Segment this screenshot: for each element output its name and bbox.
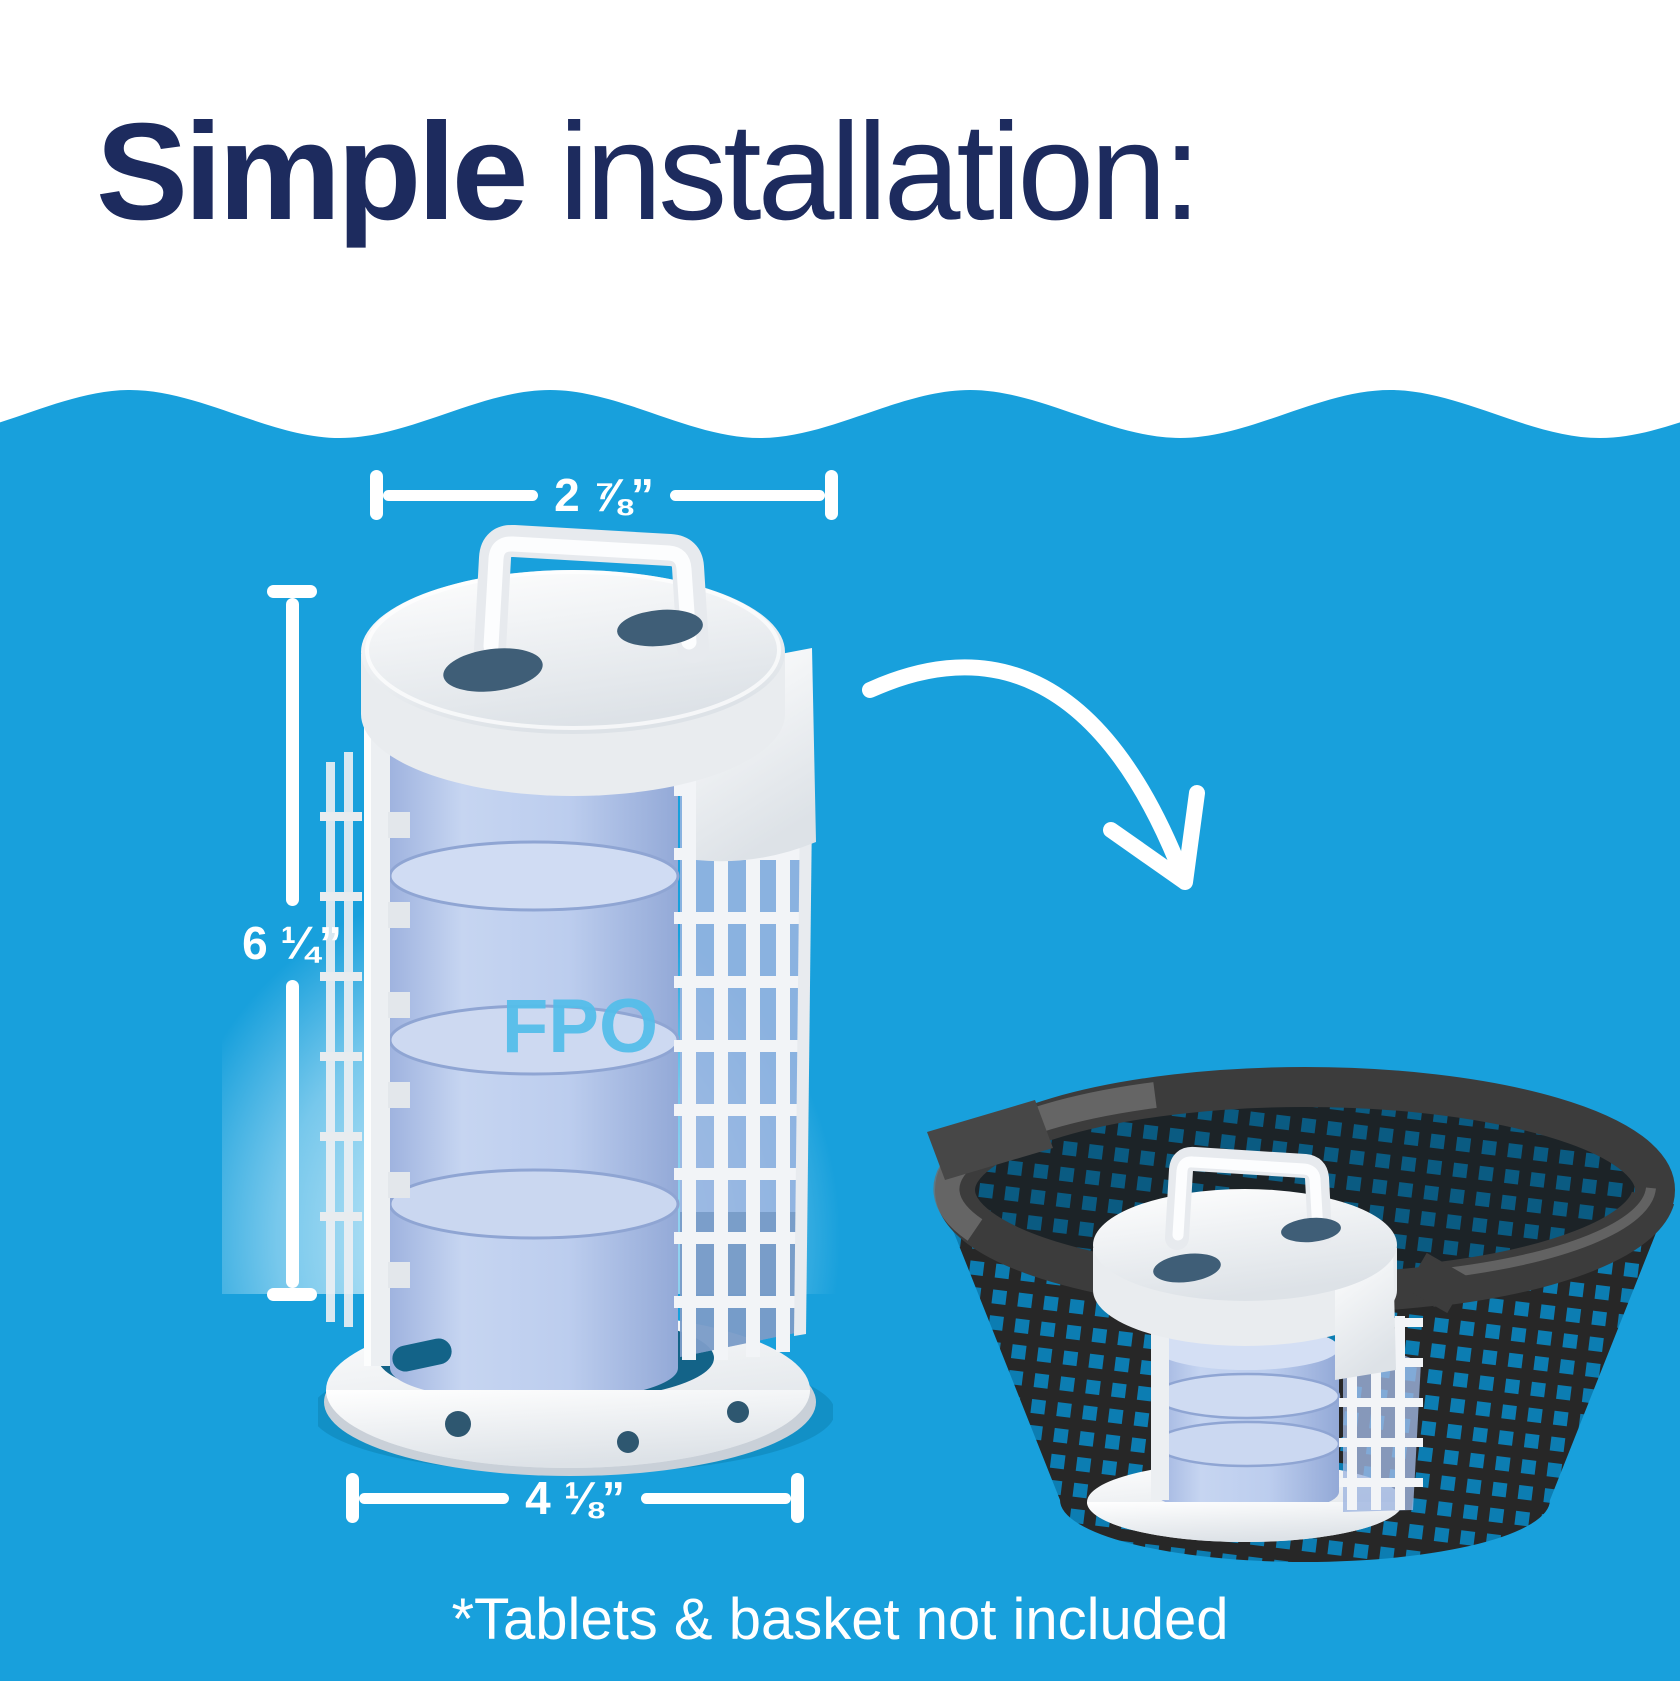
- dimension-line: [359, 1492, 510, 1504]
- dimension-endcap: [791, 1473, 805, 1523]
- dimension-label-height: 6 ¼”: [242, 917, 342, 969]
- dimension-label-bottom-width: 4 ⅛”: [525, 1472, 625, 1524]
- dimension-line: [669, 489, 826, 501]
- dispenser-cutaway-illustration: FPO: [318, 524, 833, 1476]
- page-title: Simple installation:: [96, 100, 1201, 245]
- dimension-line: [640, 1492, 792, 1504]
- lid-hole-right: [617, 609, 703, 647]
- title-rest: installation:: [524, 95, 1201, 249]
- dimension-endcap: [267, 1288, 317, 1301]
- dimension-line: [285, 598, 299, 906]
- dimension-line: [383, 489, 539, 501]
- base-front-lip: [326, 1338, 810, 1468]
- curved-down-arrow-icon: [862, 659, 1205, 890]
- basket-rim-front: [1405, 1187, 1675, 1314]
- dimension-bottom-width: 4 ⅛”: [346, 1472, 805, 1524]
- fpo-watermark: FPO: [502, 984, 658, 1069]
- dimension-endcap: [346, 1473, 359, 1523]
- title-emphasis: Simple: [96, 95, 528, 249]
- dimension-label-top-width: 2 ⅞”: [554, 469, 654, 521]
- dispenser-handle: [474, 524, 709, 666]
- dimension-endcap: [825, 470, 839, 520]
- footnote: *Tablets & basket not included: [451, 1587, 1229, 1652]
- dimension-endcap: [267, 585, 317, 598]
- dimension-top-width: 2 ⅞”: [370, 469, 839, 521]
- dispenser-lid: [361, 570, 785, 796]
- skimmer-basket-illustration: [927, 1067, 1675, 1562]
- shell-cut-edge: [320, 710, 410, 1366]
- wave-edge-icon: [0, 390, 1680, 448]
- basket-dispenser: [1087, 1146, 1423, 1542]
- dimension-endcap: [370, 470, 383, 520]
- lid-hole-left: [443, 648, 543, 692]
- dimension-line: [285, 980, 299, 1288]
- dimension-height: 6 ¼”: [212, 585, 372, 1301]
